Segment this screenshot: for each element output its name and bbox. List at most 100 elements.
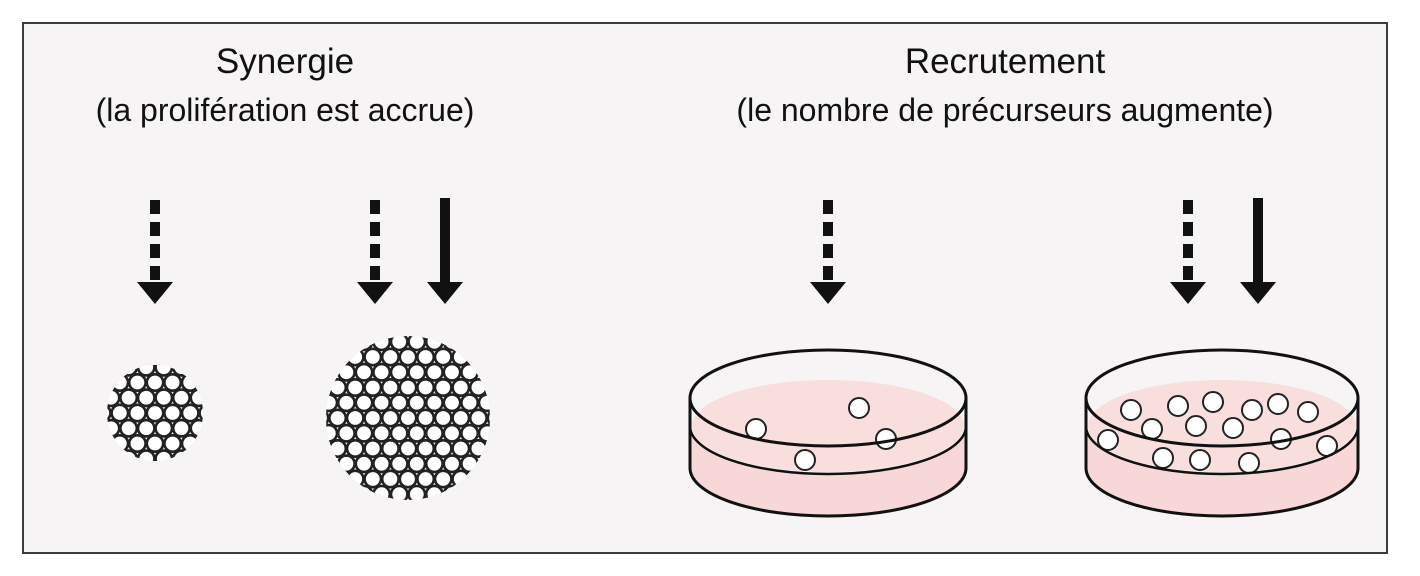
solid-arrow-icon xyxy=(427,198,463,304)
synergy-title: Synergie xyxy=(215,42,355,81)
cell xyxy=(460,454,480,474)
cell xyxy=(416,469,436,489)
cell xyxy=(424,484,444,500)
cell xyxy=(424,362,444,382)
cell xyxy=(119,388,139,408)
cell xyxy=(477,423,490,443)
cell xyxy=(1152,447,1174,469)
cell xyxy=(398,408,418,428)
cell xyxy=(189,388,203,408)
cell xyxy=(171,449,191,461)
cell xyxy=(345,469,365,489)
petri-dish-few-cells xyxy=(688,348,968,518)
cell xyxy=(345,347,365,367)
cell xyxy=(127,403,147,423)
cell xyxy=(486,408,490,428)
cell xyxy=(136,449,156,461)
cell xyxy=(372,336,392,352)
cell xyxy=(354,454,374,474)
cell xyxy=(451,408,471,428)
cell xyxy=(145,403,165,423)
dashed-arrow-icon xyxy=(357,200,393,304)
cell xyxy=(424,423,444,443)
cell xyxy=(442,454,462,474)
cell xyxy=(442,336,462,352)
cell xyxy=(163,373,183,393)
synergy-subtitle: (la prolifération est accrue) xyxy=(95,92,475,128)
cell xyxy=(326,408,330,428)
cell xyxy=(372,484,392,500)
cell xyxy=(398,469,418,489)
cell xyxy=(107,403,112,423)
cell xyxy=(468,378,488,398)
cell xyxy=(407,484,427,500)
small-colony xyxy=(107,365,203,461)
recruitment-title: Recrutement xyxy=(904,42,1106,81)
dashed-arrow-icon xyxy=(1170,200,1206,304)
cell xyxy=(1241,399,1263,421)
cell xyxy=(107,418,121,438)
cell xyxy=(119,365,139,377)
cell xyxy=(794,449,816,471)
cell xyxy=(354,423,374,443)
cell xyxy=(380,469,400,489)
cell xyxy=(345,438,365,458)
cell xyxy=(171,388,191,408)
cell xyxy=(398,347,418,367)
cell xyxy=(110,373,130,393)
cell xyxy=(180,403,200,423)
cell xyxy=(380,347,400,367)
cell xyxy=(1222,417,1244,439)
cell xyxy=(154,418,174,438)
cell xyxy=(398,378,418,398)
cell xyxy=(416,378,436,398)
cell xyxy=(363,378,383,398)
cell xyxy=(451,378,471,398)
cell xyxy=(154,449,174,461)
cell xyxy=(1297,401,1319,423)
cell xyxy=(468,408,488,428)
cell xyxy=(372,393,392,413)
cell xyxy=(407,454,427,474)
cell xyxy=(345,378,365,398)
cell xyxy=(442,362,462,382)
cell xyxy=(424,393,444,413)
cell xyxy=(136,365,156,377)
cell xyxy=(433,469,453,489)
cell xyxy=(363,469,383,489)
cell xyxy=(354,393,374,413)
cell xyxy=(345,408,365,428)
cell xyxy=(119,449,139,461)
cell xyxy=(424,336,444,352)
cell xyxy=(416,438,436,458)
cell xyxy=(433,378,453,398)
cell xyxy=(326,423,339,443)
petri-dish-many-cells xyxy=(1084,348,1360,518)
cell xyxy=(180,373,200,393)
cell xyxy=(407,362,427,382)
cell xyxy=(136,418,156,438)
cell xyxy=(477,393,490,413)
cell xyxy=(110,433,130,453)
cell xyxy=(372,454,392,474)
cell xyxy=(468,438,488,458)
cell xyxy=(354,336,374,352)
cell xyxy=(407,393,427,413)
cell xyxy=(416,347,436,367)
cell xyxy=(163,403,183,423)
cell xyxy=(326,393,339,413)
cell xyxy=(389,393,409,413)
cell xyxy=(363,438,383,458)
cell xyxy=(442,423,462,443)
cell xyxy=(336,393,356,413)
cell xyxy=(389,362,409,382)
cell xyxy=(433,438,453,458)
cell xyxy=(336,362,356,382)
cell xyxy=(354,362,374,382)
solid-arrow-icon xyxy=(1240,198,1276,304)
cell xyxy=(442,393,462,413)
cell xyxy=(380,408,400,428)
cell xyxy=(119,418,139,438)
cell xyxy=(189,418,203,438)
